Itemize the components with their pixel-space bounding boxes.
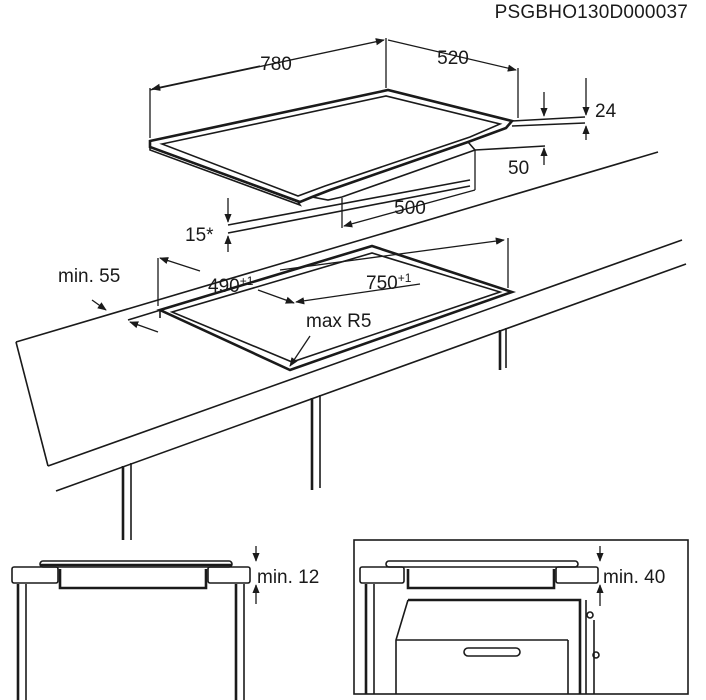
label-hob-thickness: 24 — [595, 101, 617, 122]
hob-illustration — [148, 88, 586, 207]
label-cutout-depth: 490+1 — [208, 274, 254, 297]
detail-left-illustration — [11, 546, 260, 700]
cutout-dimensions — [91, 237, 509, 367]
detail-right-illustration — [353, 539, 689, 695]
label-underside-width: 500 — [394, 198, 426, 219]
drawing-code: PSGBHO130D000037 — [495, 2, 688, 23]
label-hob-depth: 520 — [437, 48, 469, 69]
label-left-clearance: min. 12 — [257, 567, 319, 588]
label-underside-height: 50 — [508, 158, 529, 179]
label-corner-radius: max R5 — [306, 311, 371, 332]
label-cutout-width: 750+1 — [366, 271, 412, 294]
label-edge-distance: min. 55 — [58, 266, 120, 287]
label-countertop-thickness: 15* — [185, 225, 214, 246]
worktop-illustration — [15, 151, 687, 540]
label-hob-width: 780 — [260, 54, 292, 75]
label-right-clearance: min. 40 — [603, 567, 665, 588]
hob-dimensions — [149, 38, 590, 252]
